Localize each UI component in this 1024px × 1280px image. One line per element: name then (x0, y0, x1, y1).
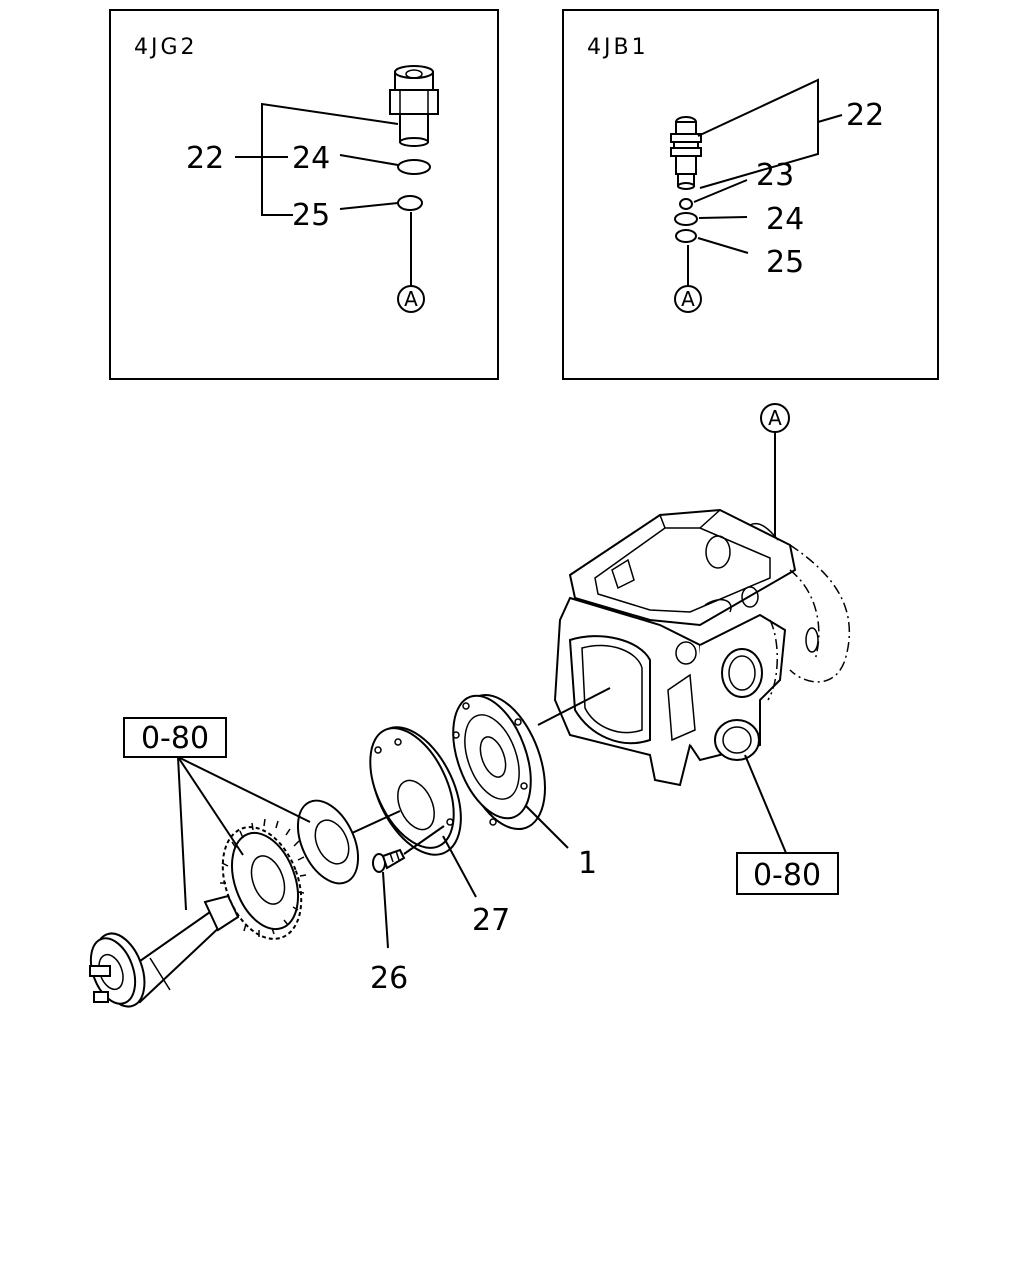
valve-assembly-4jg2 (389, 65, 439, 147)
inset-4jb1: 4JB1 22 23 24 25 A (562, 9, 939, 380)
inset-4jg2-frame (109, 9, 499, 380)
valve-assembly-4jb1 (670, 116, 702, 190)
connector-a-4jb1-label: A (681, 287, 695, 311)
drive-shaft (89, 894, 240, 1008)
screw (372, 848, 406, 873)
label-24-4jg2: 24 (292, 141, 330, 176)
connector-a-main-label: A (768, 406, 782, 430)
ref-box-left (123, 717, 227, 758)
connector-a-4jg2-label: A (404, 287, 418, 311)
inset-4jg2: 4JG2 22 24 25 A (109, 9, 499, 380)
oring-24-4jb1 (674, 212, 698, 226)
ref-0-80-left: 0-80 (141, 721, 209, 756)
callout-1: 1 (578, 846, 597, 881)
callout-26: 26 (370, 961, 408, 996)
washer (296, 799, 360, 885)
callout-27: 27 (472, 903, 510, 938)
label-22-4jg2: 22 (186, 141, 224, 176)
inset-4jb1-frame (562, 9, 939, 380)
label-23-4jb1: 23 (756, 158, 794, 193)
label-25-4jb1: 25 (766, 245, 804, 280)
label-22-4jb1: 22 (846, 98, 884, 133)
spring-23-4jb1 (679, 198, 693, 210)
inset-4jg2-title: 4JG2 (134, 35, 198, 60)
drive-flange (452, 693, 546, 831)
label-24-4jb1: 24 (766, 202, 804, 237)
main-assembly: A (89, 403, 850, 1008)
inset-4jb1-title: 4JB1 (587, 35, 649, 60)
ref-0-80-right: 0-80 (753, 858, 821, 893)
gear (220, 818, 307, 940)
oring-25-4jb1 (675, 229, 697, 243)
ref-box-right (736, 852, 839, 895)
oring-24-4jg2 (397, 159, 431, 175)
pump-housing (553, 508, 850, 787)
plate (369, 726, 462, 856)
connector-a-4jb1 (674, 285, 702, 313)
label-25-4jg2: 25 (292, 198, 330, 233)
oring-25-4jg2 (397, 195, 423, 211)
connector-a-4jg2 (397, 285, 425, 313)
